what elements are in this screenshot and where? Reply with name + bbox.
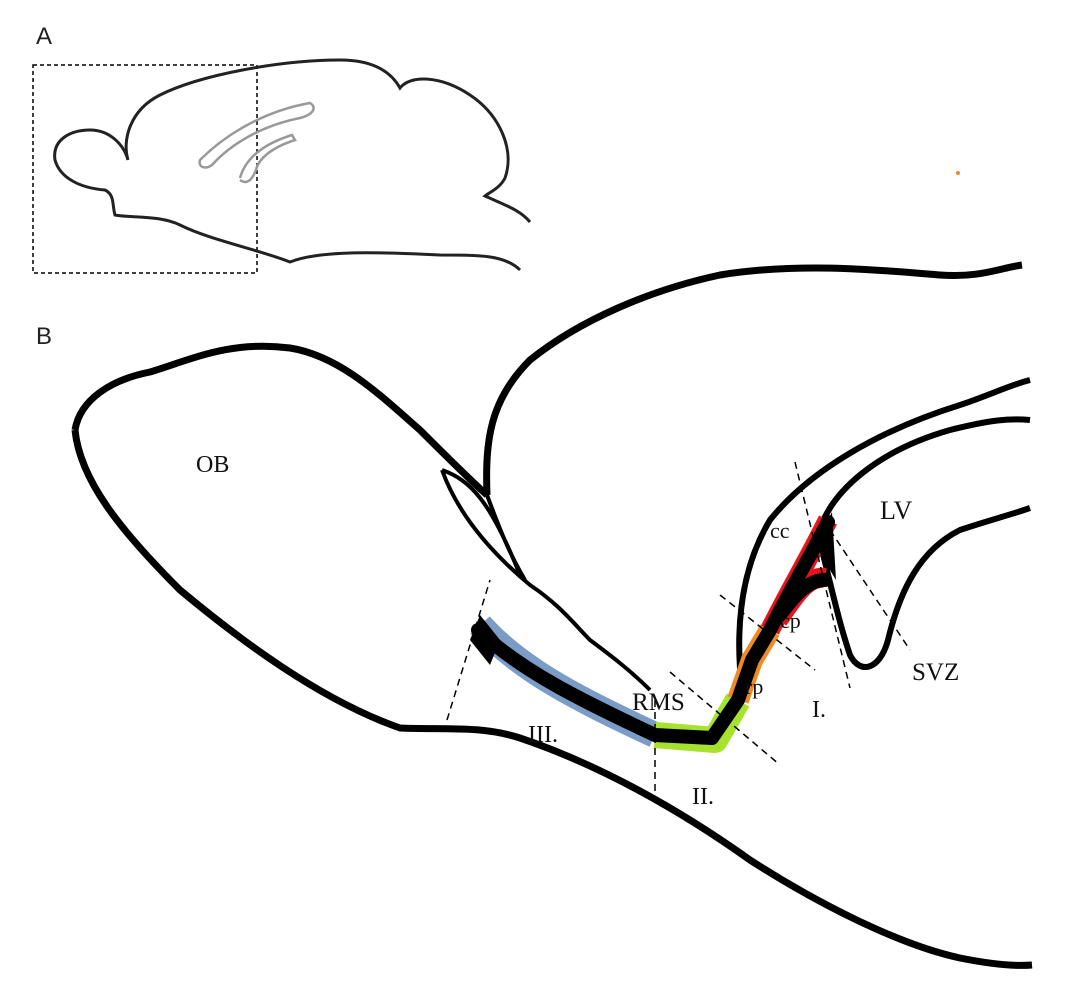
- orange-dot: [956, 171, 960, 175]
- lateral-ventricle: [815, 416, 1031, 670]
- rms-upper-boundary: [440, 468, 652, 692]
- label-region-2: II.: [692, 784, 714, 810]
- label-cp: cp: [780, 608, 801, 633]
- label-rms: RMS: [632, 689, 685, 716]
- brain-outline-small: [53, 58, 532, 272]
- label-ob: OB: [196, 452, 230, 478]
- label-lv: LV: [880, 496, 913, 525]
- olfactory-bulb-top: [71, 342, 490, 498]
- panel-label-b: B: [36, 323, 53, 350]
- brain-bottom: [71, 429, 1033, 969]
- zoom-region-box: [32, 64, 258, 274]
- region-boundaries: [446, 461, 911, 800]
- cortex-top: [483, 261, 1023, 496]
- label-svz: SVZ: [912, 659, 960, 686]
- migration-stream: [471, 515, 835, 745]
- label-rp: rp: [745, 674, 764, 699]
- label-cc: cc: [770, 518, 790, 543]
- label-region-3: III.: [528, 722, 558, 748]
- stream-head: [470, 615, 500, 665]
- panel-label-a: A: [36, 23, 53, 50]
- rms-outline-small: [198, 101, 315, 184]
- stream-origin: [815, 512, 836, 580]
- label-region-1: I.: [812, 697, 826, 723]
- corpus-callosum-outer: [736, 377, 1031, 691]
